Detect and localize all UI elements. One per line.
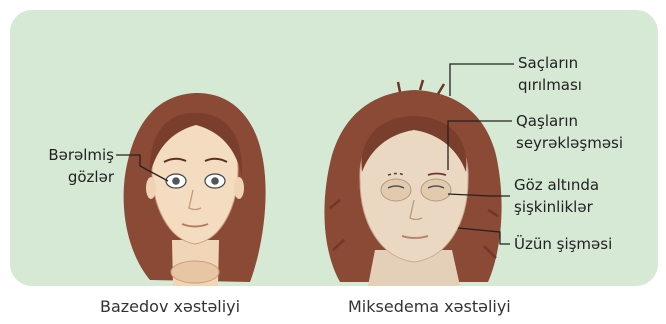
label-bulging-eyes-line2: gözlər: [28, 166, 114, 188]
label-hair-line1: Saçların: [518, 52, 582, 74]
caption-miksedema: Miksedema xəstəliyi: [348, 297, 511, 316]
right-eyebag-r: [421, 179, 451, 201]
left-iris-r: [211, 177, 219, 185]
left-goiter: [171, 261, 219, 283]
label-brows-line1: Qaşların: [516, 110, 623, 132]
left-ear-l: [146, 177, 156, 199]
label-bulging-eyes-line1: Bərəlmiş: [28, 144, 114, 166]
leader-hair: [450, 64, 514, 96]
label-bulging-eyes: Bərəlmiş gözlər: [28, 144, 114, 188]
left-iris-l: [172, 177, 180, 185]
label-eyebags-line1: Göz altında: [514, 174, 599, 196]
label-brows-line2: seyrəkləşməsi: [516, 132, 623, 154]
label-eyebags-line2: şişkinliklər: [514, 196, 599, 218]
miksedema-figure: [324, 80, 501, 286]
label-eye-bags: Göz altında şişkinliklər: [514, 174, 599, 218]
label-hair-line2: qırılması: [518, 74, 582, 96]
label-face-line1: Üzün şişməsi: [514, 233, 612, 255]
right-eyebag-l: [381, 179, 411, 201]
caption-bazedov: Bazedov xəstəliyi: [100, 297, 240, 316]
label-brow-thinning: Qaşların seyrəkləşməsi: [516, 110, 623, 154]
label-hair-breakage: Saçların qırılması: [518, 52, 582, 96]
left-ear-r: [234, 177, 244, 199]
label-face-swelling: Üzün şişməsi: [514, 233, 612, 255]
bazedov-figure: [124, 93, 266, 286]
